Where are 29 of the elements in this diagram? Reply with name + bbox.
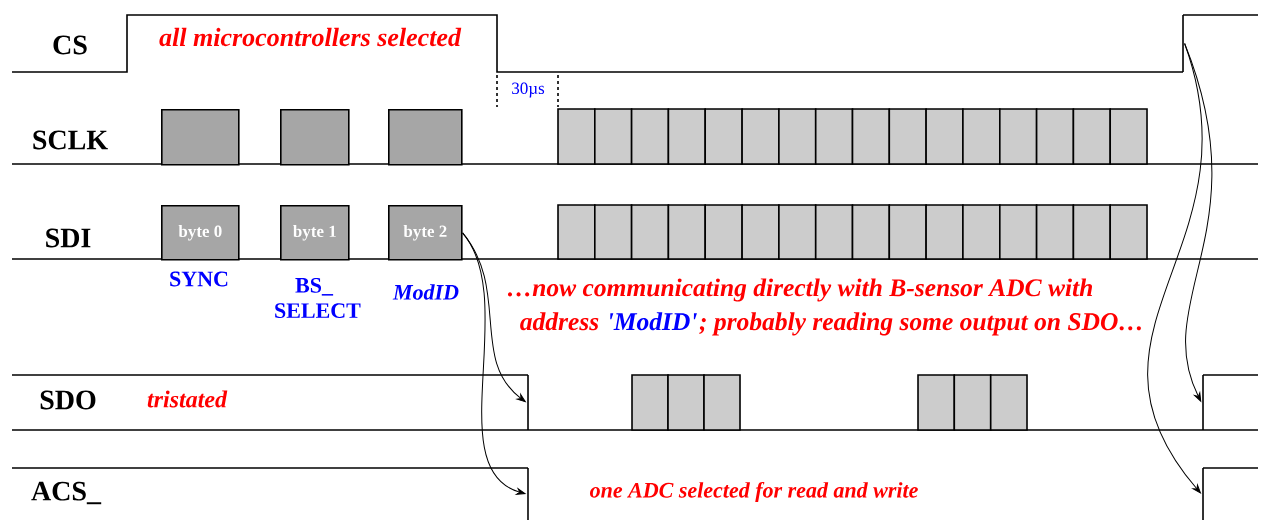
signal-edge [1202, 375, 1204, 430]
annotation-text: ; probably reading some output on SDO… [699, 312, 1141, 336]
signal-edge [527, 468, 529, 520]
annotation-text: all microcontrollers selected [159, 27, 462, 47]
annotation-text: one ADC selected for read and write [590, 481, 918, 503]
clock-pulse [161, 109, 240, 166]
signal-name: CS [53, 35, 87, 55]
annotation-text: address [520, 312, 599, 331]
signal-name: ACS_ [31, 481, 102, 505]
annotation-text: 'ModID' [610, 312, 697, 331]
signal-name: SDI [46, 228, 91, 248]
annotation-text: …now communicating directly with B-sensor ADC with [507, 278, 1093, 302]
signal-name: SCLK [33, 130, 108, 150]
signal-edge [1182, 15, 1184, 72]
signal-edge [527, 375, 529, 430]
annotation-text: tristated [147, 390, 228, 408]
arrow [462, 232, 526, 495]
clock-pulse [388, 109, 463, 166]
field-label: SYNC [170, 271, 228, 287]
timing-label: 30µs [512, 82, 545, 98]
field-label: ModID [392, 284, 459, 300]
field-label: BS_ SELECT [275, 277, 361, 319]
byte-box: byte 0 [161, 205, 240, 261]
signal-edge [1202, 468, 1204, 520]
byte-box: byte 2 [388, 205, 463, 261]
arrow [1147, 43, 1203, 494]
byte-box: byte 1 [280, 205, 350, 261]
signal-name: SDO [40, 390, 96, 410]
clock-pulse [280, 109, 350, 166]
